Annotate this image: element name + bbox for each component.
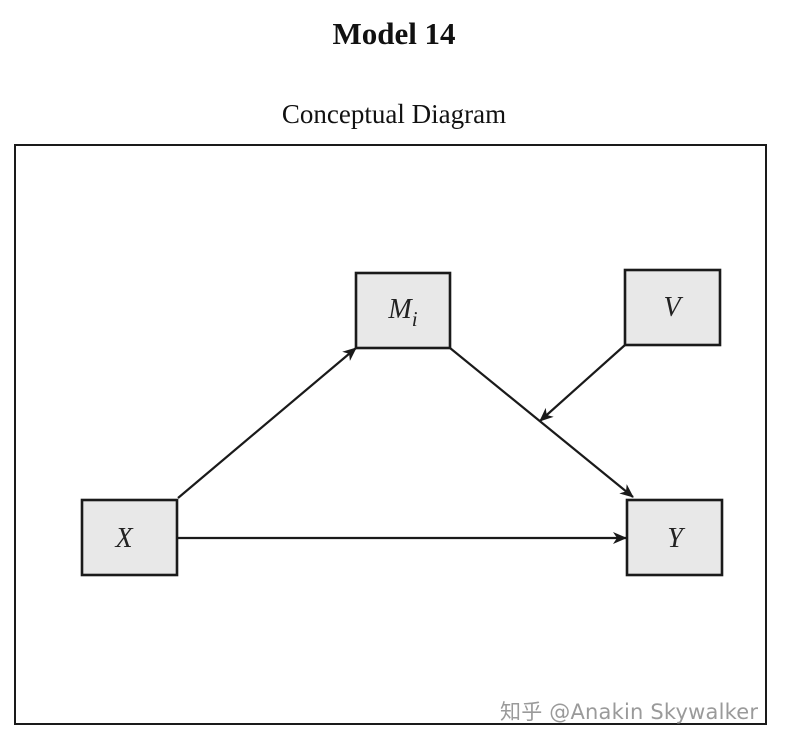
- edge-m-to-y: [449, 347, 634, 498]
- node-x: X: [80, 498, 179, 577]
- node-m-subscript: i: [412, 307, 418, 331]
- svg-text:Mi: Mi: [387, 294, 417, 331]
- node-m: Mi: [354, 271, 452, 350]
- diagram-frame: [14, 144, 767, 725]
- node-v: V: [623, 268, 722, 347]
- watermark-text: 知乎 @Anakin Skywalker: [500, 700, 759, 724]
- node-y-label: Y: [667, 523, 686, 554]
- node-y: Y: [625, 498, 724, 577]
- page-title: Model 14: [332, 16, 456, 51]
- node-m-label: M: [387, 294, 413, 325]
- edge-x-to-m: [177, 347, 357, 499]
- edge-v-to-path: [539, 344, 626, 422]
- diagram-subtitle: Conceptual Diagram: [281, 99, 507, 129]
- node-x-label: X: [114, 523, 133, 554]
- node-v-label: V: [663, 292, 683, 323]
